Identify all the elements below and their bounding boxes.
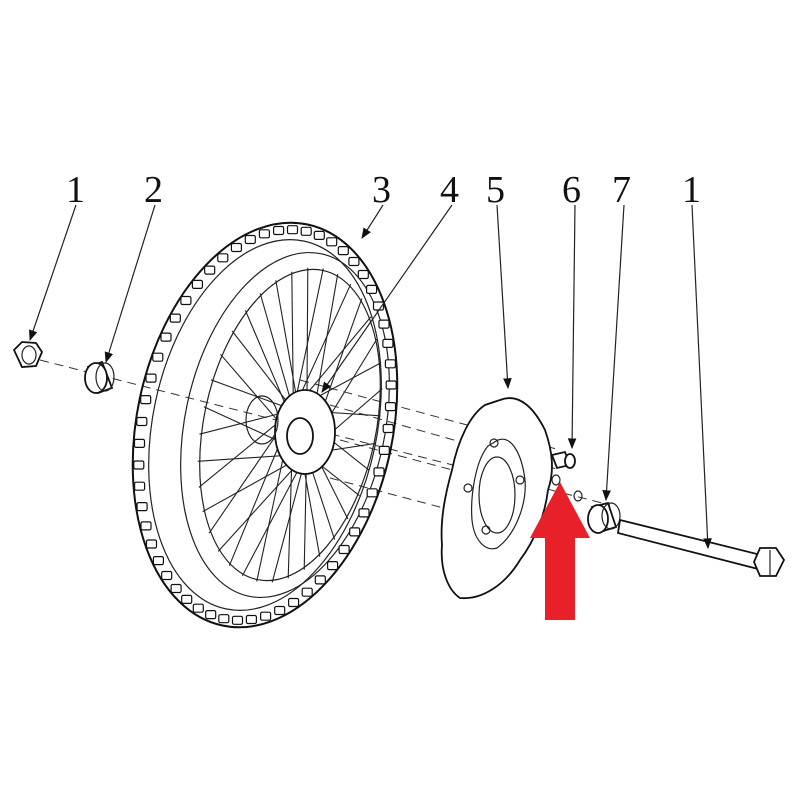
tread-knob bbox=[300, 226, 312, 236]
tread-knob bbox=[152, 555, 164, 566]
tread-knob bbox=[348, 256, 360, 267]
callout-2: 2 bbox=[144, 169, 163, 211]
tread-knob bbox=[313, 230, 325, 240]
tread-knob bbox=[133, 460, 145, 470]
spoke bbox=[291, 271, 294, 411]
tread-knob bbox=[258, 229, 270, 239]
tread-knob bbox=[152, 352, 164, 362]
disc-bolt bbox=[550, 450, 583, 502]
tread-knob bbox=[286, 225, 299, 235]
leader-lines bbox=[29, 204, 712, 550]
spoke bbox=[292, 268, 324, 411]
tread-knob bbox=[231, 615, 244, 625]
callout-5: 5 bbox=[486, 169, 505, 211]
tread-knob bbox=[205, 609, 217, 620]
tread-knob bbox=[378, 319, 390, 329]
tread-knob bbox=[327, 560, 339, 571]
spoke bbox=[271, 453, 308, 583]
tread-knob bbox=[140, 521, 152, 531]
tread-knob bbox=[366, 284, 378, 294]
tread-knob bbox=[373, 467, 385, 477]
tread-knob bbox=[358, 508, 370, 518]
spoke bbox=[292, 283, 352, 411]
spacer-right bbox=[587, 501, 621, 534]
tread-knob bbox=[338, 544, 350, 555]
spoke bbox=[259, 293, 294, 411]
spoke bbox=[210, 379, 294, 411]
tire-tread-knobs bbox=[133, 225, 397, 625]
tread-knob bbox=[326, 237, 338, 247]
tread-knob bbox=[274, 605, 286, 616]
tread-knob bbox=[260, 611, 272, 621]
callout-1-left: 1 bbox=[66, 169, 85, 211]
tread-knob bbox=[134, 481, 146, 491]
tread-knob bbox=[314, 575, 326, 585]
callout-labels: 1 2 3 4 5 6 7 1 bbox=[66, 169, 701, 211]
axle-bolt bbox=[616, 518, 786, 577]
tread-knob bbox=[192, 603, 204, 613]
tread-knob bbox=[133, 438, 146, 448]
tread-knob bbox=[218, 614, 230, 624]
tire bbox=[131, 221, 399, 629]
spoke bbox=[241, 453, 308, 577]
tread-knob bbox=[230, 242, 242, 253]
tread-knob bbox=[273, 225, 285, 236]
tread-knob bbox=[170, 583, 182, 594]
spacer-left bbox=[84, 360, 115, 395]
tread-knob bbox=[349, 527, 361, 537]
red-highlight-arrow-icon bbox=[530, 482, 590, 620]
callout-6: 6 bbox=[562, 169, 581, 211]
tread-knob bbox=[145, 373, 157, 383]
tread-knob bbox=[169, 313, 181, 323]
tread-knob bbox=[191, 279, 203, 289]
tread-knob bbox=[136, 416, 148, 427]
tread-knob bbox=[180, 295, 192, 306]
callout-3: 3 bbox=[372, 169, 391, 211]
tread-knob bbox=[378, 445, 390, 455]
wheel-hub bbox=[245, 389, 336, 475]
tread-knob bbox=[217, 253, 229, 263]
tread-knob bbox=[337, 246, 349, 256]
brake-disc bbox=[440, 397, 553, 599]
axle-nut bbox=[12, 341, 44, 368]
tread-knob bbox=[161, 570, 173, 581]
tread-knob bbox=[181, 594, 193, 605]
tread-knob bbox=[204, 265, 216, 275]
callout-1-right: 1 bbox=[682, 169, 701, 211]
callout-4: 4 bbox=[440, 169, 459, 211]
tread-knob bbox=[160, 332, 172, 342]
spoke bbox=[231, 330, 294, 411]
tread-knob bbox=[357, 269, 369, 280]
tread-knob bbox=[245, 614, 257, 625]
tread-knob bbox=[384, 359, 396, 369]
tread-knob bbox=[136, 502, 148, 512]
tread-knob bbox=[382, 423, 394, 434]
tread-knob bbox=[366, 488, 378, 498]
callout-7: 7 bbox=[612, 169, 631, 211]
tread-knob bbox=[301, 587, 313, 597]
tread-knob bbox=[382, 338, 394, 348]
tread-knob bbox=[244, 234, 256, 245]
tread-knob bbox=[384, 402, 397, 412]
tread-knob bbox=[145, 539, 158, 549]
tread-knob bbox=[288, 597, 300, 608]
tread-knob bbox=[140, 395, 152, 405]
tread-knob bbox=[385, 380, 397, 390]
